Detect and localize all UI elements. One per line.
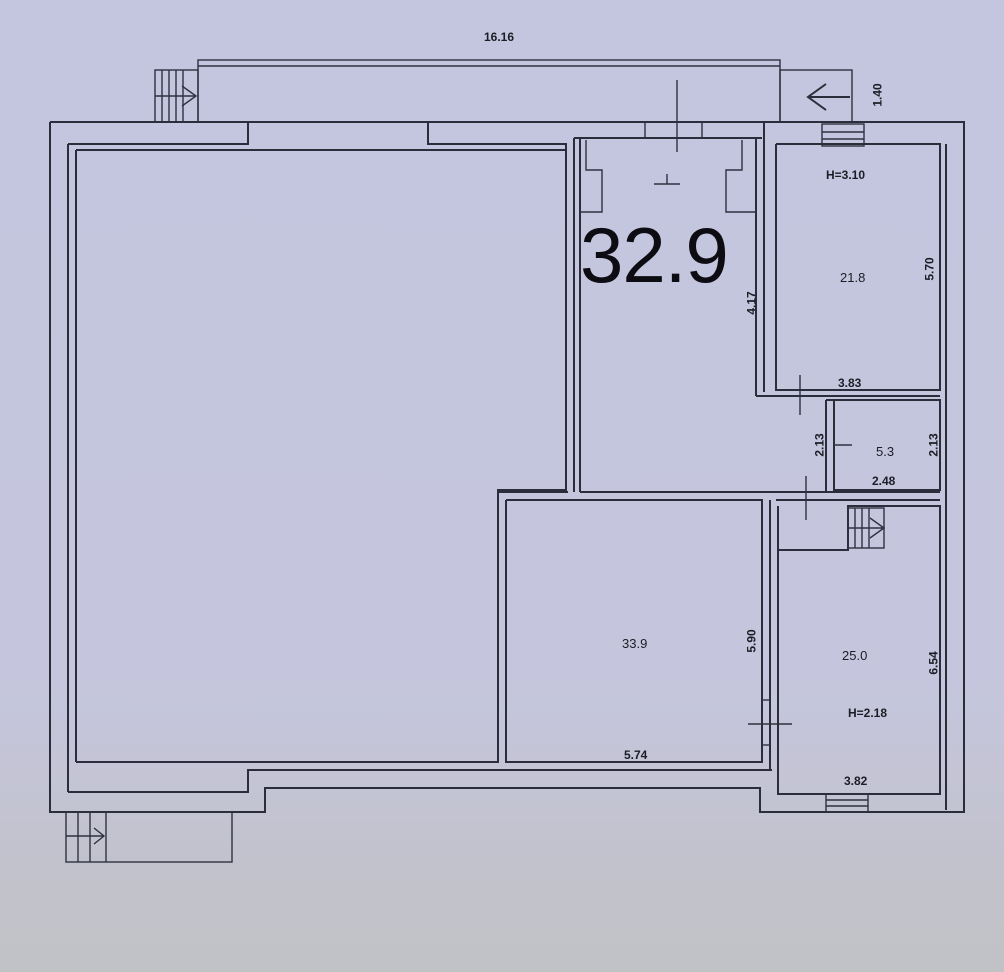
overall-width-dim: 16.16	[484, 30, 515, 44]
room-middle-length: 5.90	[744, 629, 759, 653]
room-bottom-right-length: 6.54	[926, 651, 941, 675]
hall-area-highlight: 32.9	[580, 211, 729, 299]
room-top-right-height: H=3.10	[826, 168, 866, 182]
room-middle-width: 5.74	[624, 748, 648, 762]
porch-depth-dim: 1.40	[870, 83, 885, 107]
hall-dim: 4.17	[744, 291, 759, 315]
stair-right-icon	[847, 507, 886, 549]
room-large-left-walls	[75, 149, 567, 763]
room-middle-area: 33.9	[622, 636, 648, 651]
right-walls	[755, 122, 947, 810]
room-bottom-right-width: 3.82	[844, 774, 868, 788]
top-porch	[197, 59, 853, 123]
hall-walls	[573, 80, 762, 493]
room-bottom-right-area: 25.0	[842, 648, 868, 663]
room-top-right-length: 5.70	[922, 257, 937, 281]
room-small-dim-right: 2.13	[926, 433, 941, 457]
room-top-right-area: 21.8	[840, 270, 866, 285]
room-bottom-right-walls	[777, 505, 941, 813]
room-small-dim-left: 2.13	[812, 433, 827, 457]
stair-top-left-icon	[154, 69, 199, 123]
room-small-area: 5.3	[876, 444, 895, 459]
entrance-arrow-icon	[806, 83, 850, 111]
room-middle-walls	[498, 491, 792, 770]
room-top-right-width: 3.83	[838, 376, 862, 390]
room-small-width: 2.48	[872, 474, 896, 488]
stair-bottom-left-icon	[65, 811, 233, 863]
room-bottom-right-height: H=2.18	[848, 706, 888, 720]
